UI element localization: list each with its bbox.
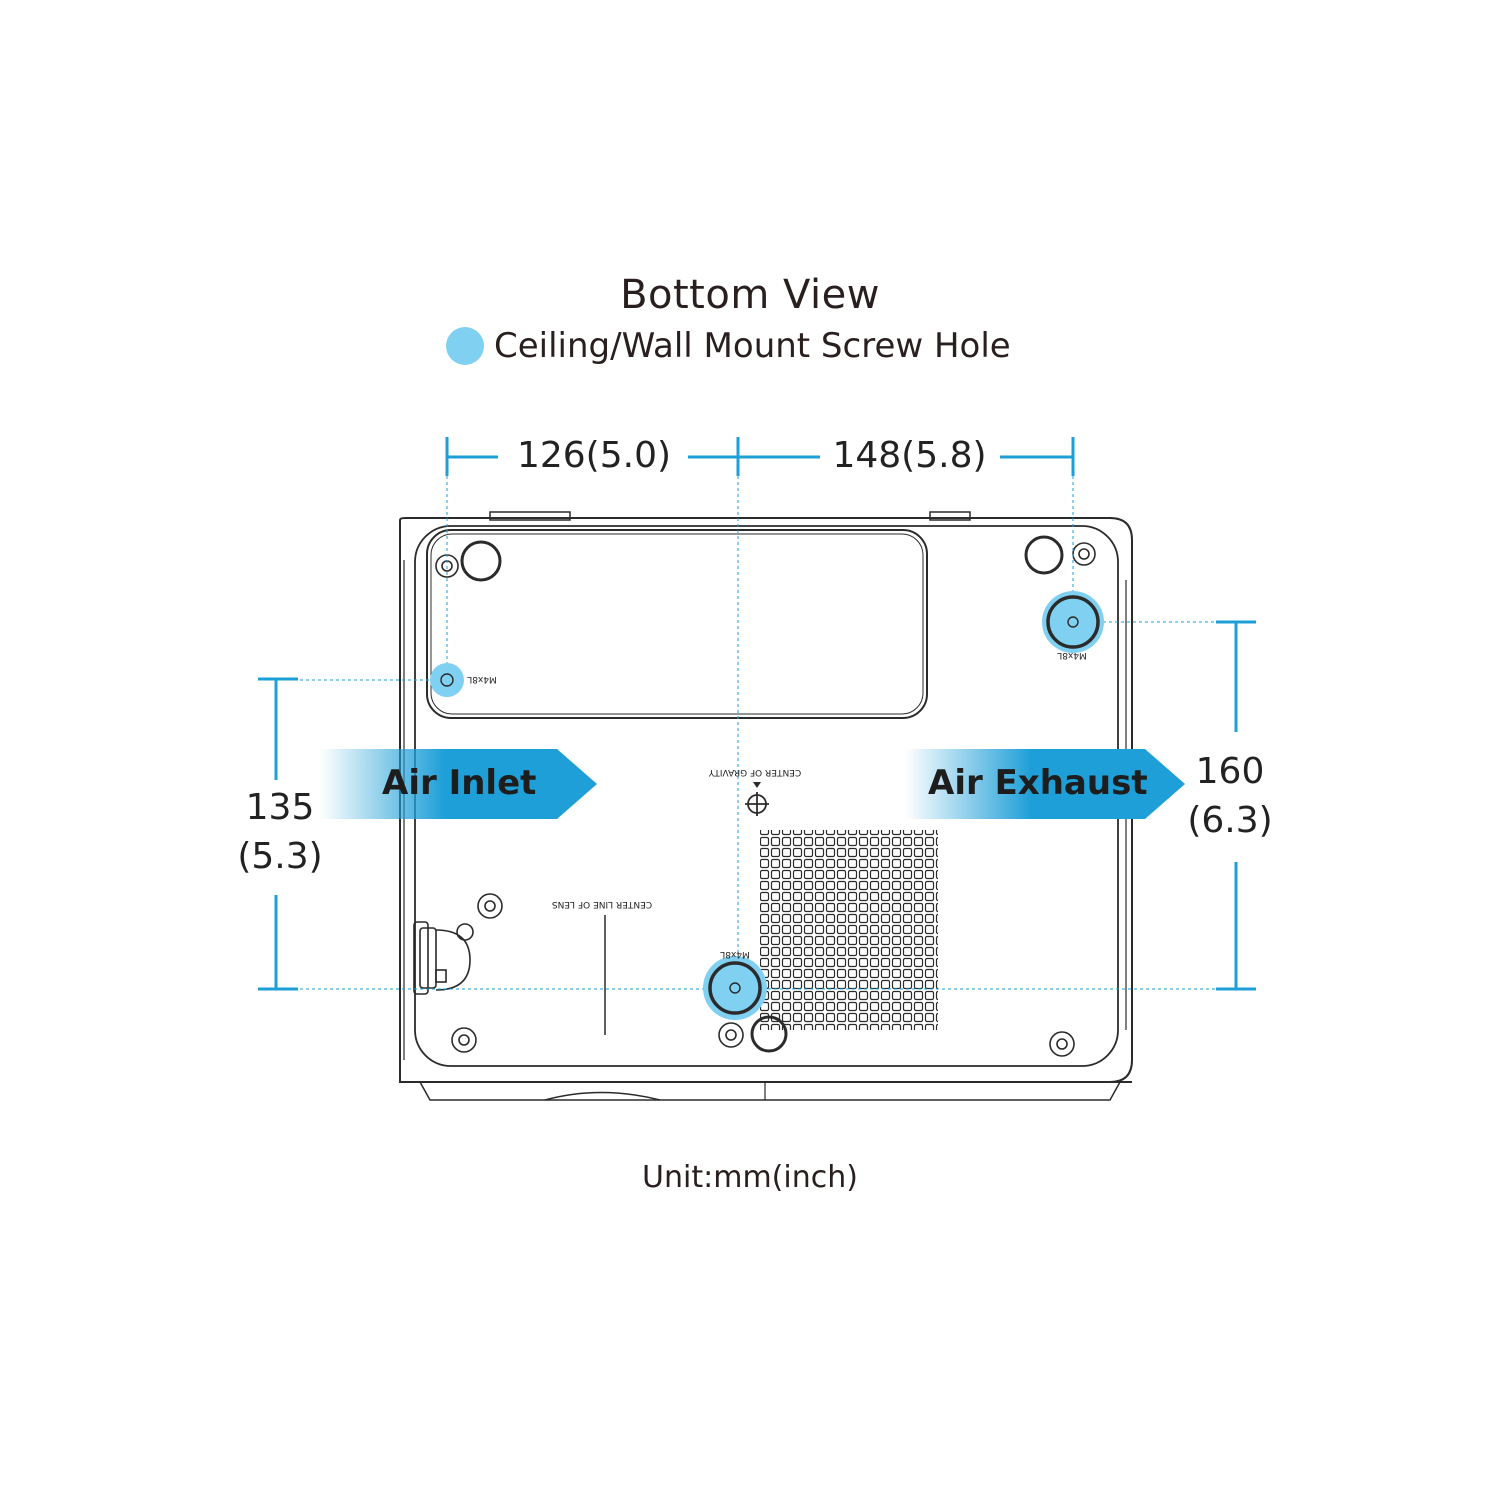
dimension-top-left: 126(5.0) xyxy=(516,435,672,476)
vent-grid xyxy=(760,830,938,1030)
air-exhaust-label: Air Exhaust xyxy=(928,763,1148,803)
screw-label-2: M4x8L xyxy=(1057,650,1087,660)
air-inlet-label: Air Inlet xyxy=(382,763,537,803)
unit-label: Unit:mm(inch) xyxy=(642,1160,858,1195)
dimension-lines xyxy=(258,437,1256,991)
dimension-right-mm: 160 xyxy=(1195,751,1265,792)
dimension-left-mm: 135 xyxy=(245,787,315,828)
center-of-gravity-label: CENTER OF GRAVITY xyxy=(708,767,801,777)
dimension-right: 160 (6.3) xyxy=(1170,748,1290,845)
dimension-top-right: 148(5.8) xyxy=(832,435,987,476)
dimension-left: 135 (5.3) xyxy=(220,784,340,881)
dimension-left-inch: (5.3) xyxy=(237,835,323,877)
latch xyxy=(413,921,471,995)
diagram-title: Bottom View xyxy=(620,272,880,318)
screws xyxy=(435,535,1096,1057)
screw-label-1: M4x8L xyxy=(467,674,497,684)
screw-label-3: M4x8L xyxy=(720,949,750,959)
dimension-right-inch: (6.3) xyxy=(1187,799,1273,841)
air-exhaust-arrow xyxy=(905,749,1185,819)
screw-hole-legend-icon xyxy=(446,327,484,365)
legend: Ceiling/Wall Mount Screw Hole xyxy=(446,324,1011,368)
center-line-of-lens-label: CENTER LINE OF LENS xyxy=(552,899,653,909)
air-inlet-arrow xyxy=(320,749,597,819)
legend-label: Ceiling/Wall Mount Screw Hole xyxy=(494,326,1011,366)
bottom-panel xyxy=(426,529,928,719)
center-of-gravity-icon xyxy=(745,792,769,816)
mount-holes xyxy=(430,591,1104,1020)
